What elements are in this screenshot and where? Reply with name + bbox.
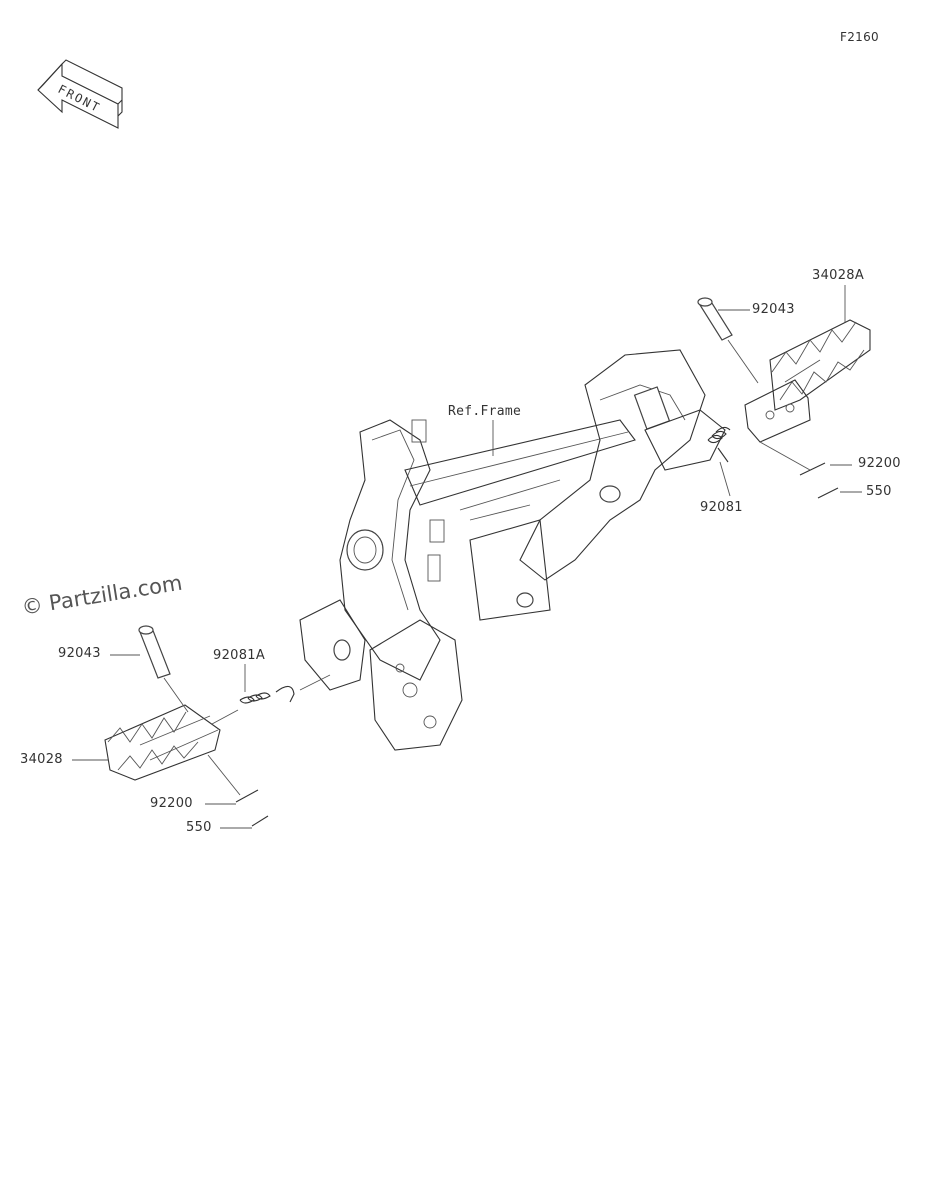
- right-pin-drawing: [697, 297, 733, 341]
- left-spring-drawing: [239, 685, 295, 704]
- right-footpeg-drawing: [697, 297, 871, 499]
- callout-right-spring: 92081: [700, 500, 743, 515]
- leader-lines: [72, 285, 862, 829]
- callout-left-footpeg: 34028: [20, 752, 63, 767]
- callout-right-pin: 92043: [752, 302, 795, 317]
- callout-left-spring: 92081A: [213, 648, 266, 663]
- callout-right-washer: 92200: [858, 456, 901, 471]
- callout-left-cotter: 550: [186, 820, 212, 835]
- callout-right-footpeg: 34028A: [812, 268, 865, 283]
- left-pin-drawing: [138, 625, 171, 679]
- ref-frame-label: Ref.Frame: [448, 404, 522, 419]
- figure-code: F2160: [840, 30, 879, 44]
- left-footpeg-drawing: [104, 625, 331, 827]
- front-arrow-icon: [37, 59, 123, 129]
- frame-drawing: [299, 349, 726, 751]
- callout-left-washer: 92200: [150, 796, 193, 811]
- callout-right-cotter: 550: [866, 484, 892, 499]
- right-spring-drawing: [707, 426, 731, 463]
- callout-left-pin: 92043: [58, 646, 101, 661]
